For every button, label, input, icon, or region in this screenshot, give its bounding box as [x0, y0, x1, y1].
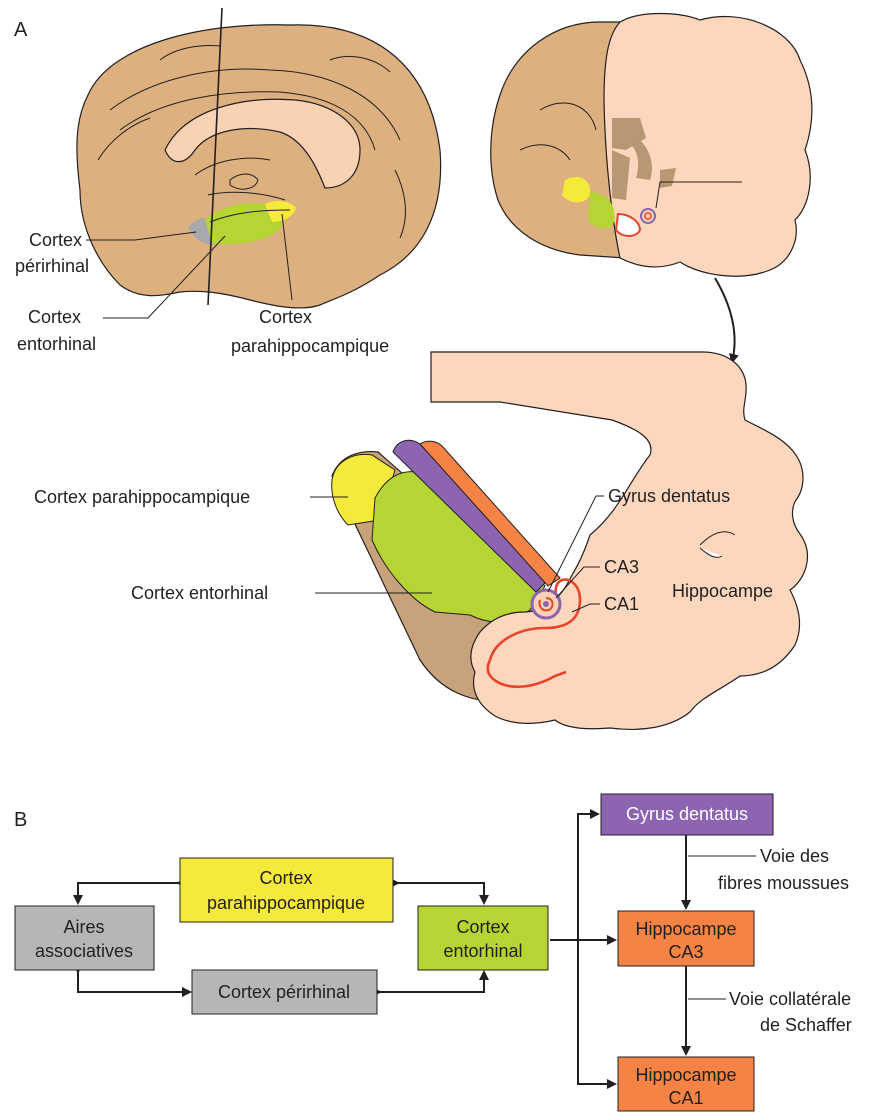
- label-mossy-fiber-pathway: Voie des fibres moussues: [688, 846, 849, 893]
- hippocampal-section: [332, 352, 808, 729]
- svg-text:CA3: CA3: [604, 557, 639, 577]
- flow-arrows: [78, 814, 686, 1084]
- label-schaffer-collateral: Voie collatérale de Schaffer: [688, 989, 852, 1035]
- box-hippocampus-ca1: Hippocampe CA1: [618, 1057, 754, 1111]
- svg-text:parahippocampique: parahippocampique: [231, 336, 389, 356]
- box-hippocampus-ca3: Hippocampe CA3: [618, 911, 754, 966]
- svg-text:de Schaffer: de Schaffer: [760, 1015, 852, 1035]
- box-perirhinal-cortex: Cortex périrhinal: [192, 970, 377, 1014]
- svg-text:périrhinal: périrhinal: [15, 256, 89, 276]
- label-hippocampus: Hippocampe: [672, 581, 773, 601]
- svg-text:Voie collatérale: Voie collatérale: [729, 989, 851, 1009]
- zoom-arrow: [715, 278, 735, 362]
- svg-text:Cortex entorhinal: Cortex entorhinal: [131, 583, 268, 603]
- svg-text:parahippocampique: parahippocampique: [207, 893, 365, 913]
- svg-text:CA1: CA1: [668, 1088, 703, 1108]
- svg-text:Cortex: Cortex: [29, 230, 82, 250]
- svg-text:Cortex: Cortex: [259, 868, 312, 888]
- box-parahippocampal-cortex: Cortex parahippocampique: [180, 858, 393, 922]
- svg-text:Aires: Aires: [63, 917, 104, 937]
- svg-text:associatives: associatives: [35, 941, 133, 961]
- brain-medial-outline: [77, 25, 441, 308]
- svg-text:Gyrus dentatus: Gyrus dentatus: [626, 804, 748, 824]
- medial-brain-view: [77, 8, 441, 308]
- label-section-parahippocampal: Cortex parahippocampique: [34, 487, 348, 507]
- svg-text:Gyrus dentatus: Gyrus dentatus: [608, 486, 730, 506]
- box-associative-areas: Aires associatives: [15, 906, 154, 970]
- svg-text:entorhinal: entorhinal: [443, 941, 522, 961]
- svg-text:Hippocampe: Hippocampe: [635, 919, 736, 939]
- svg-text:fibres moussues: fibres moussues: [718, 873, 849, 893]
- svg-text:CA3: CA3: [668, 942, 703, 962]
- svg-text:Voie des: Voie des: [760, 846, 829, 866]
- svg-text:entorhinal: entorhinal: [17, 334, 96, 354]
- svg-text:CA1: CA1: [604, 594, 639, 614]
- panel-a-label: A: [14, 19, 28, 41]
- coronal-brain-view: [491, 14, 812, 277]
- svg-text:Cortex parahippocampique: Cortex parahippocampique: [34, 487, 250, 507]
- svg-text:Hippocampe: Hippocampe: [635, 1065, 736, 1085]
- svg-text:Cortex: Cortex: [456, 917, 509, 937]
- box-dentate-gyrus: Gyrus dentatus: [601, 794, 773, 835]
- box-entorhinal-cortex: Cortex entorhinal: [418, 906, 548, 970]
- svg-text:Cortex: Cortex: [259, 307, 312, 327]
- panel-b-label: B: [14, 809, 27, 831]
- svg-text:Cortex périrhinal: Cortex périrhinal: [218, 982, 350, 1002]
- svg-text:Cortex: Cortex: [28, 307, 81, 327]
